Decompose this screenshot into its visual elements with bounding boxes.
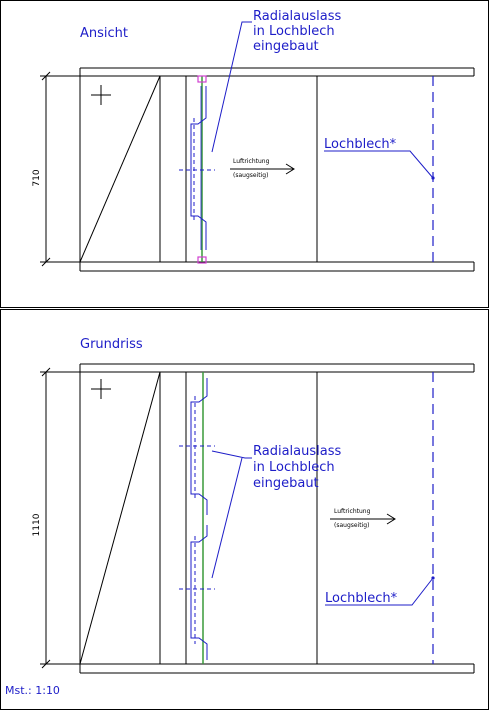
callout-leader [211, 450, 252, 459]
callout-leader [211, 21, 252, 153]
scale-note: Mst.: 1:10 [5, 684, 60, 697]
dimension-label: 1110 [32, 513, 42, 536]
diagonal-symbol [79, 75, 161, 263]
callout-perforated: Lochblech* [325, 591, 398, 606]
diagonal-symbol [79, 371, 161, 665]
dimension-label: 710 [32, 169, 42, 186]
callout-leader [324, 150, 434, 179]
radial-outlet-profile [190, 525, 208, 660]
top-view-frame [0, 0, 489, 308]
bracket-top [197, 75, 207, 83]
bottom-view-frame [0, 309, 489, 710]
callout-outlet-line3: eingebaut [253, 476, 319, 491]
callout-outlet-line2: in Lochblech [253, 460, 335, 475]
bracket-bottom [197, 256, 207, 264]
callout-leader [211, 457, 243, 579]
airflow-label: Luftrichtung [233, 158, 270, 165]
airflow-sub: (saugseitig) [233, 172, 268, 179]
callout-perforated: Lochblech* [324, 137, 397, 152]
bottom-view-title: Grundriss [80, 337, 143, 352]
bottom-view: Grundriss 1110 [32, 337, 475, 674]
callout-leader [325, 577, 434, 606]
radial-outlet-profile [190, 378, 208, 515]
callout-outlet-line2: in Lochblech [253, 24, 335, 39]
radial-outlet-profile [190, 86, 207, 250]
callout-outlet-line1: Radialauslass [253, 444, 341, 459]
airflow-label: Luftrichtung [334, 508, 371, 515]
top-view-title: Ansicht [80, 26, 128, 41]
top-view: Ansicht 710 Luftrichtung [32, 9, 475, 272]
callout-outlet-line1: Radialauslass [253, 9, 341, 24]
airflow-sub: (saugseitig) [334, 522, 369, 529]
callout-outlet-line3: eingebaut [253, 39, 319, 54]
